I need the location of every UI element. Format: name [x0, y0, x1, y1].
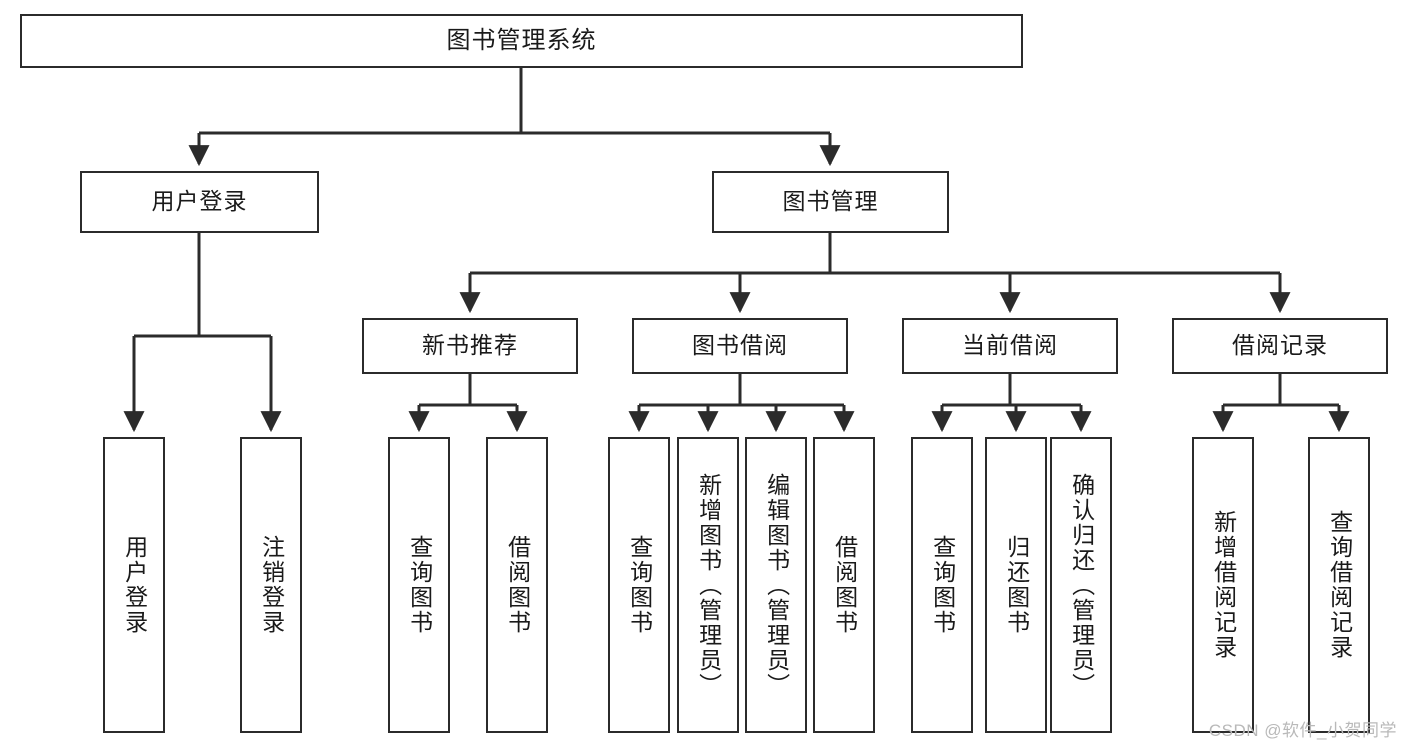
node-leaf-user-login[interactable]: 用户登录 — [103, 437, 165, 733]
node-new-book-recommend[interactable]: 新书推荐 — [362, 318, 578, 374]
node-label: 编辑图书（管理员） — [763, 472, 790, 698]
node-label: 图书借阅 — [692, 332, 788, 359]
node-root-system[interactable]: 图书管理系统 — [20, 14, 1023, 68]
node-label: 查询图书 — [626, 535, 653, 635]
node-leaf-logout-login[interactable]: 注销登录 — [240, 437, 302, 733]
node-user-login[interactable]: 用户登录 — [80, 171, 319, 233]
node-label: 查询借阅记录 — [1326, 510, 1353, 660]
node-label: 用户登录 — [121, 535, 148, 635]
node-borrow-record[interactable]: 借阅记录 — [1172, 318, 1388, 374]
node-leaf-query-book-borrow[interactable]: 查询图书 — [608, 437, 670, 733]
node-leaf-query-book-recommend[interactable]: 查询图书 — [388, 437, 450, 733]
node-label: 借阅图书 — [504, 535, 531, 635]
node-label: 新书推荐 — [422, 332, 518, 359]
node-label: 图书管理系统 — [446, 26, 597, 54]
node-leaf-add-borrow-record[interactable]: 新增借阅记录 — [1192, 437, 1254, 733]
node-leaf-add-book[interactable]: 新增图书（管理员） — [677, 437, 739, 733]
node-book-management[interactable]: 图书管理 — [712, 171, 949, 233]
node-label: 当前借阅 — [962, 332, 1058, 359]
node-label: 借阅记录 — [1232, 332, 1328, 359]
node-label: 查询图书 — [929, 535, 956, 635]
node-label: 确认归还（管理员） — [1068, 472, 1095, 698]
node-leaf-query-borrow-record[interactable]: 查询借阅记录 — [1308, 437, 1370, 733]
node-label: 新增图书（管理员） — [695, 472, 722, 698]
node-book-borrow[interactable]: 图书借阅 — [632, 318, 848, 374]
node-label: 归还图书 — [1003, 535, 1030, 635]
node-label: 注销登录 — [258, 535, 285, 635]
node-label: 借阅图书 — [831, 535, 858, 635]
node-label: 用户登录 — [151, 188, 248, 215]
node-leaf-return-book[interactable]: 归还图书 — [985, 437, 1047, 733]
node-label: 查询图书 — [406, 535, 433, 635]
node-label: 图书管理 — [782, 188, 879, 215]
node-label: 新增借阅记录 — [1210, 510, 1237, 660]
node-leaf-query-book-current[interactable]: 查询图书 — [911, 437, 973, 733]
node-leaf-borrow-book[interactable]: 借阅图书 — [813, 437, 875, 733]
node-current-borrow[interactable]: 当前借阅 — [902, 318, 1118, 374]
node-leaf-edit-book[interactable]: 编辑图书（管理员） — [745, 437, 807, 733]
node-leaf-borrow-book-recommend[interactable]: 借阅图书 — [486, 437, 548, 733]
node-leaf-confirm-return[interactable]: 确认归还（管理员） — [1050, 437, 1112, 733]
watermark: CSDN @软件_小贺同学 — [1208, 721, 1397, 740]
